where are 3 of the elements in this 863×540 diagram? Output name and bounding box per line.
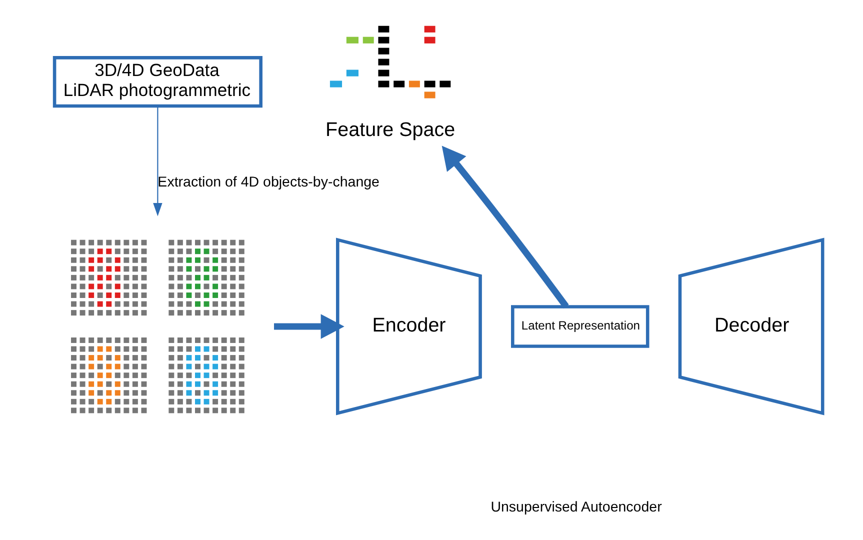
- node-label: Feature Space: [325, 119, 455, 142]
- edge-label: Extraction of 4D objects-by-change: [157, 174, 379, 190]
- label: Unsupervised Autoencoder: [490, 499, 662, 516]
